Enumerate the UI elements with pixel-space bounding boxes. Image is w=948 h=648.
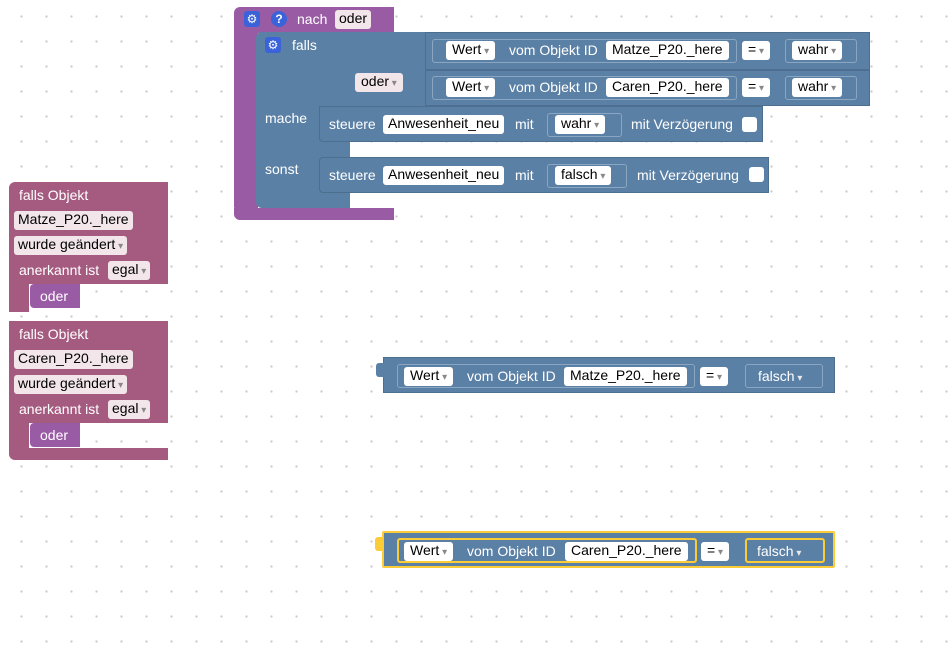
condition-compare-outline	[432, 76, 737, 100]
object-id-field[interactable]: Matze_P20._here	[606, 41, 729, 60]
trigger-object-field[interactable]: Matze_P20._here	[14, 211, 133, 230]
ack-label: anerkannt ist	[19, 401, 100, 417]
object-id-label: vom Objekt ID	[509, 42, 598, 58]
control-label: steuere	[329, 116, 376, 132]
compare-value-dropdown[interactable]: wahr	[792, 78, 843, 97]
delay-checkbox[interactable]	[749, 167, 764, 182]
do-label: mache	[265, 110, 308, 126]
comparison-operator-dropdown[interactable]: =	[742, 41, 770, 60]
trigger-change-dropdown[interactable]: wurde geändert	[14, 236, 128, 255]
trigger-title: falls Objekt	[19, 187, 89, 203]
delay-label: mit Verzögerung	[631, 116, 733, 132]
puzzle-tab	[375, 537, 384, 551]
object-id-field[interactable]: Caren_P20._here	[565, 542, 688, 561]
compare-value-slot	[785, 76, 857, 100]
inner-if-top-strip	[340, 32, 430, 70]
or-label: oder	[40, 427, 69, 443]
delay-label: mit Verzögerung	[637, 167, 739, 183]
gear-icon[interactable]: ⚙	[265, 37, 281, 53]
object-id-field[interactable]: Caren_P20._here	[606, 78, 729, 97]
control-value-slot	[547, 164, 627, 188]
delay-checkbox[interactable]	[742, 117, 757, 132]
if-block-left-arm	[234, 30, 258, 212]
header-mode-dropdown[interactable]: oder	[335, 10, 372, 29]
compare-value-slot	[785, 39, 857, 63]
object-id-label: vom Objekt ID	[509, 79, 598, 95]
help-icon[interactable]: ?	[271, 11, 287, 27]
compare-value-slot	[745, 538, 825, 563]
header-label: nach	[297, 11, 328, 27]
comparison-operator-dropdown[interactable]: =	[700, 367, 728, 386]
ack-value-dropdown[interactable]: egal	[108, 261, 151, 280]
if-label: falls	[292, 37, 317, 53]
object-id-label: vom Objekt ID	[467, 368, 556, 384]
control-value-slot	[547, 113, 622, 137]
else-label: sonst	[265, 161, 299, 177]
control-target-field[interactable]: Anwesenheit_neu	[383, 115, 505, 134]
control-label: steuere	[329, 167, 376, 183]
object-id-label: vom Objekt ID	[467, 543, 556, 559]
value-type-dropdown[interactable]: Wert	[404, 367, 454, 386]
if-block-footer	[234, 208, 394, 220]
or-label: oder	[40, 288, 69, 304]
control-value-dropdown[interactable]: wahr	[555, 115, 606, 134]
compare-value-dropdown[interactable]: falsch	[757, 543, 801, 562]
value-type-dropdown[interactable]: Wert	[404, 542, 454, 561]
object-id-field[interactable]: Matze_P20._here	[564, 367, 687, 386]
compare-value-dropdown[interactable]: wahr	[792, 41, 843, 60]
comparison-operator-dropdown[interactable]: =	[701, 542, 729, 561]
gear-icon[interactable]: ⚙	[244, 11, 260, 27]
ack-value-dropdown[interactable]: egal	[108, 400, 151, 419]
value-type-dropdown[interactable]: Wert	[446, 78, 496, 97]
trigger-title: falls Objekt	[19, 326, 89, 342]
comparison-operator-dropdown[interactable]: =	[742, 78, 770, 97]
control-value-dropdown[interactable]: falsch	[555, 166, 612, 185]
trigger-change-dropdown[interactable]: wurde geändert	[14, 375, 128, 394]
with-label: mit	[515, 116, 534, 132]
with-label: mit	[515, 167, 534, 183]
trigger-object-field[interactable]: Caren_P20._here	[14, 350, 133, 369]
or-block[interactable]	[30, 284, 80, 308]
control-target-field[interactable]: Anwesenheit_neu	[383, 166, 505, 185]
or-operator-dropdown[interactable]: oder	[355, 73, 403, 92]
trigger-block-2-footer	[9, 448, 168, 460]
puzzle-tab	[376, 363, 385, 377]
ack-label: anerkannt ist	[19, 262, 100, 278]
trigger-block-1-arm	[9, 282, 29, 312]
compare-value-dropdown[interactable]: falsch	[758, 368, 802, 387]
value-slot-outline	[397, 538, 697, 563]
trigger-block-2-arm	[9, 421, 29, 451]
compare-value-slot	[745, 364, 823, 388]
value-type-dropdown[interactable]: Wert	[446, 41, 496, 60]
value-slot-outline	[397, 364, 695, 388]
or-block[interactable]	[30, 423, 80, 447]
condition-compare-outline	[432, 39, 737, 63]
